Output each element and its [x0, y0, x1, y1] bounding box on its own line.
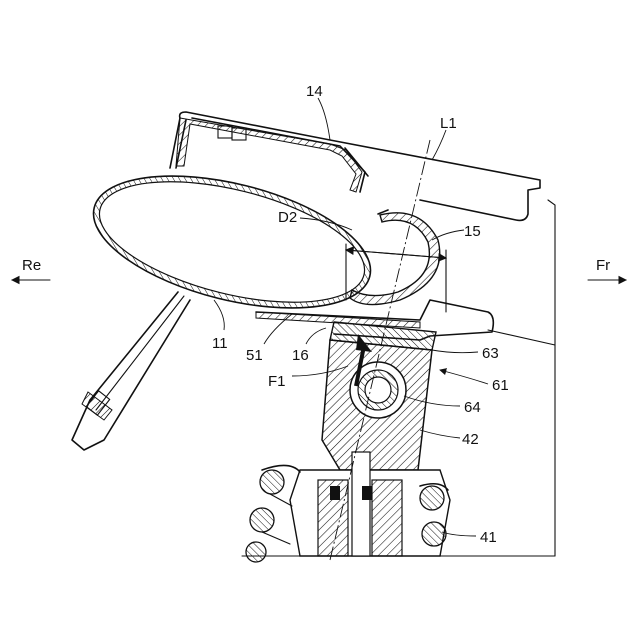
label-l1: L1	[440, 115, 457, 132]
label-f1: F1	[268, 373, 286, 390]
label-51: 51	[246, 347, 263, 364]
label-41: 41	[480, 529, 497, 546]
label-16: 16	[292, 347, 309, 364]
lower-left-arm	[72, 292, 190, 450]
pipe-11	[80, 151, 384, 332]
label-11: 11	[212, 335, 228, 352]
label-fr: Fr	[596, 257, 610, 274]
label-64: 64	[464, 399, 481, 416]
label-61: 61	[492, 377, 509, 394]
label-42: 42	[462, 431, 479, 448]
label-63: 63	[482, 345, 499, 362]
label-d2: D2	[278, 209, 297, 226]
lever-42	[322, 340, 432, 470]
label-15: 15	[464, 223, 481, 240]
label-14: 14	[306, 83, 323, 100]
label-re: Re	[22, 257, 41, 274]
